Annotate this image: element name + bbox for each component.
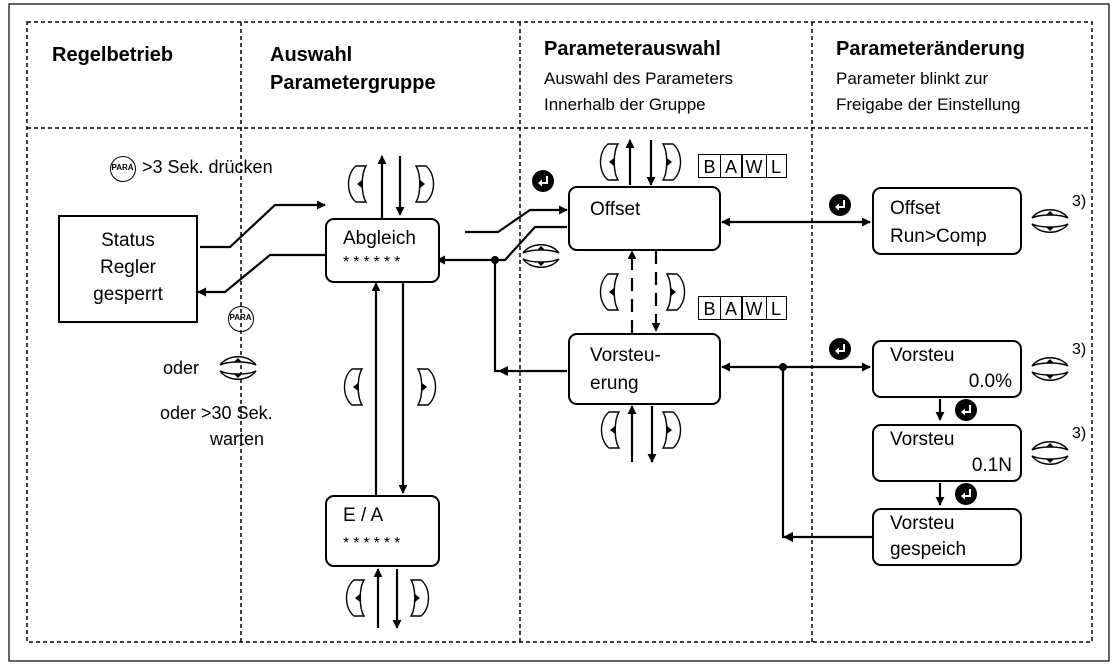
left-key-icon (343, 368, 363, 406)
offset-run-box (872, 187, 1022, 255)
right-key-icon (662, 143, 682, 181)
up-down-key-icon (219, 356, 257, 380)
enter-key-icon (531, 169, 555, 193)
footnote-marker-2: 3) (1072, 341, 1087, 358)
para-key-label-2: PARA (229, 313, 252, 322)
inner-frame (26, 21, 1093, 643)
footnote-marker-1: 3) (1072, 193, 1087, 210)
oder-label-1: oder (163, 358, 200, 378)
vorsteu3-line1: Vorsteu (890, 513, 955, 534)
col4-subtitle-2: Freigabe der Einstellung (836, 95, 1021, 114)
vorsteu2-line1: Vorsteu (890, 429, 955, 450)
left-key-icon (345, 579, 365, 617)
para-key-icon-2: PARA (228, 306, 254, 332)
right-key-icon (415, 165, 435, 203)
vorsteu1-line1: Vorsteu (890, 345, 955, 366)
col2-title-line1: Auswahl (270, 44, 353, 66)
col4-title: Parameteränderung (836, 38, 1025, 60)
warten-label: warten (210, 429, 265, 449)
mode-letters-row-2: B A W L (698, 296, 787, 320)
vorsteu-box-2 (872, 424, 1022, 482)
oder-label-2: oder >30 Sek. (160, 403, 273, 423)
vorsteu2-line2: 0.1N (971, 455, 1012, 476)
abgleich-stars: ****** (343, 254, 405, 271)
letter-box: B (698, 296, 721, 320)
left-key-icon (347, 165, 367, 203)
vorsteu-box-3 (872, 508, 1022, 566)
abgleich-box (325, 218, 440, 283)
abgleich-title: Abgleich (343, 228, 416, 249)
junction-dot-2 (779, 363, 787, 371)
right-key-icon (417, 368, 437, 406)
arrow-abgleich-to-status (197, 253, 325, 297)
offset-run-line2: Run>Comp (890, 226, 987, 247)
up-down-key-icon (522, 244, 560, 268)
up-down-key-icon (1031, 441, 1069, 465)
footnote-marker-3: 3) (1072, 425, 1087, 442)
col1-title: Regelbetrieb (52, 44, 174, 66)
right-key-icon (410, 579, 430, 617)
arrow-status-to-abgleich (200, 200, 326, 249)
col3-subtitle-1: Auswahl des Parameters (544, 69, 733, 88)
status-line1: Status (101, 230, 155, 251)
vorsteuerung-line2: erung (590, 373, 639, 394)
enter-key-icon (828, 337, 852, 361)
letter-box: L (765, 296, 787, 320)
status-box (58, 215, 198, 323)
letter-box: A (719, 154, 743, 178)
col2-title-line2: Parametergruppe (270, 72, 436, 94)
right-key-icon (666, 273, 686, 311)
offset-run-line1: Offset (890, 198, 941, 219)
status-line2: Regler (100, 257, 156, 278)
status-line3: gesperrt (93, 284, 163, 305)
arrow-offset-to-abgleich (436, 225, 567, 265)
para-key-icon: PARA (110, 156, 136, 182)
left-key-icon (600, 411, 620, 449)
offset-box (568, 186, 721, 251)
vorsteuerung-line1: Vorsteu- (590, 345, 661, 366)
up-down-key-icon (1031, 357, 1069, 381)
up-down-key-icon (1031, 209, 1069, 233)
enter-key-icon (828, 193, 852, 217)
letter-box: L (765, 154, 787, 178)
vorsteu-box-1 (872, 340, 1022, 398)
letter-box: A (719, 296, 743, 320)
letter-box: W (741, 154, 767, 178)
enter-key-icon (954, 398, 978, 422)
press-label: >3 Sek. drücken (142, 157, 273, 177)
left-key-icon (599, 273, 619, 311)
vorsteu1-line2: 0.0% (968, 371, 1012, 392)
arrow-abgleich-to-offset (465, 205, 568, 234)
col3-subtitle-2: Innerhalb der Gruppe (544, 95, 706, 114)
para-key-label: PARA (111, 163, 134, 172)
vorsteuerung-box (568, 333, 721, 405)
ea-box (325, 495, 440, 567)
enter-key-icon (954, 482, 978, 506)
arrow-vorsteuerung-to-abgleich (493, 262, 567, 373)
ea-title: E / A (343, 505, 384, 526)
right-key-icon (662, 411, 682, 449)
letter-box: W (741, 296, 767, 320)
mode-letters-row-1: B A W L (698, 154, 787, 178)
ea-stars: ****** (343, 535, 405, 552)
col3-title: Parameterauswahl (544, 38, 721, 60)
left-key-icon (599, 143, 619, 181)
vorsteu3-line2: gespeich (890, 539, 967, 560)
offset-title: Offset (590, 199, 641, 220)
letter-box: B (698, 154, 721, 178)
junction-dot-1 (491, 256, 499, 264)
outer-frame (8, 3, 1110, 662)
col4-subtitle-1: Parameter blinkt zur (836, 69, 989, 88)
